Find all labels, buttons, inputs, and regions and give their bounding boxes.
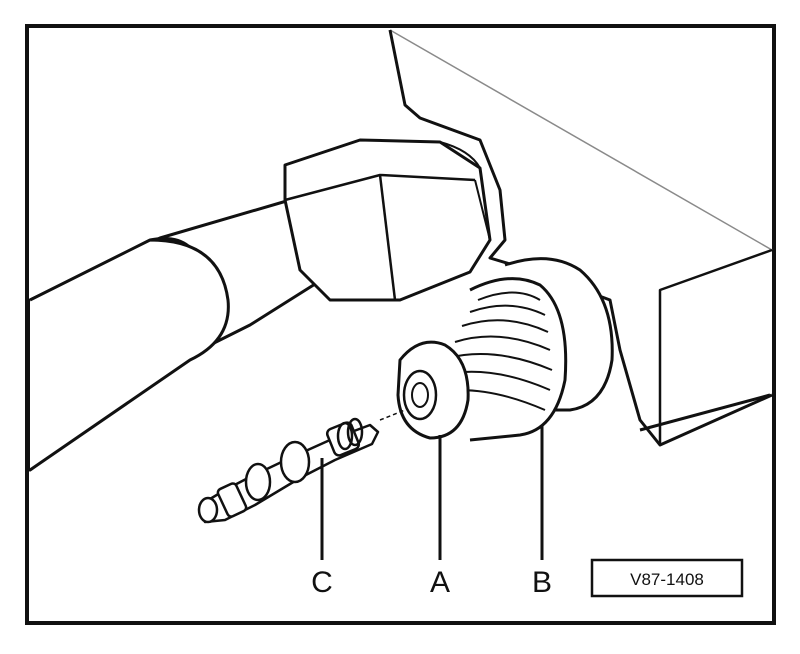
callout-a: A: [430, 566, 450, 599]
hex-nut: [283, 138, 492, 302]
leader-lines: [320, 425, 544, 560]
callout-b: B: [532, 566, 552, 599]
alignment-line: [379, 409, 406, 421]
service-block: [388, 29, 773, 447]
valve-core: [197, 417, 380, 524]
reference-code-box: [590, 558, 744, 598]
reference-code: V87-1408: [630, 570, 704, 589]
pipe-line: [28, 198, 352, 472]
callout-c: C: [311, 566, 333, 599]
valve-port-assembly: [396, 257, 614, 442]
